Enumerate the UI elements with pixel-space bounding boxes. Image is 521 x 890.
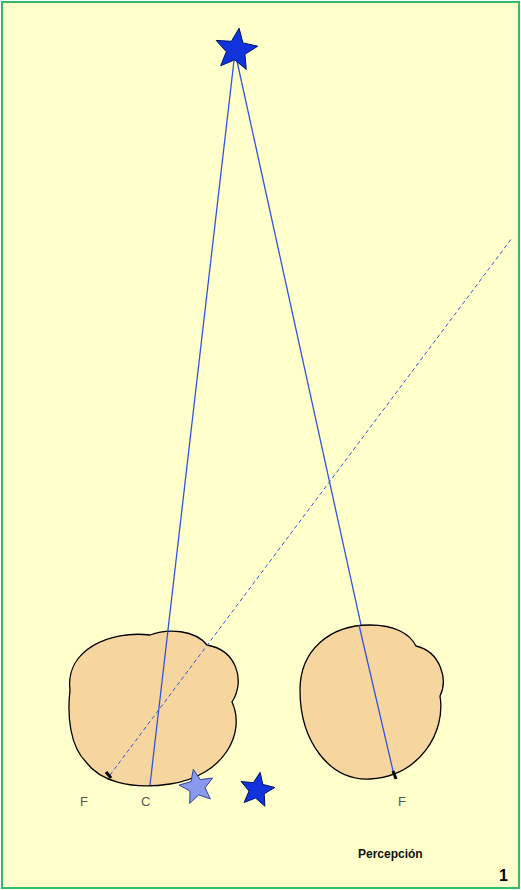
fovea-mark xyxy=(393,771,396,779)
left-eye xyxy=(69,631,238,786)
projection-line xyxy=(110,238,512,775)
point-label: C xyxy=(141,795,150,808)
fovea-mark xyxy=(106,772,111,778)
star xyxy=(216,28,258,69)
perceived-star xyxy=(241,772,275,806)
sight-line xyxy=(359,625,394,775)
caption-label: Percepción xyxy=(358,848,423,860)
figure-number: 1 xyxy=(499,868,508,884)
perceived-star xyxy=(179,769,213,803)
fovea-label: F xyxy=(80,795,88,808)
sight-line xyxy=(150,630,168,785)
fovea-label: F xyxy=(398,795,406,808)
right-eye xyxy=(300,625,443,779)
